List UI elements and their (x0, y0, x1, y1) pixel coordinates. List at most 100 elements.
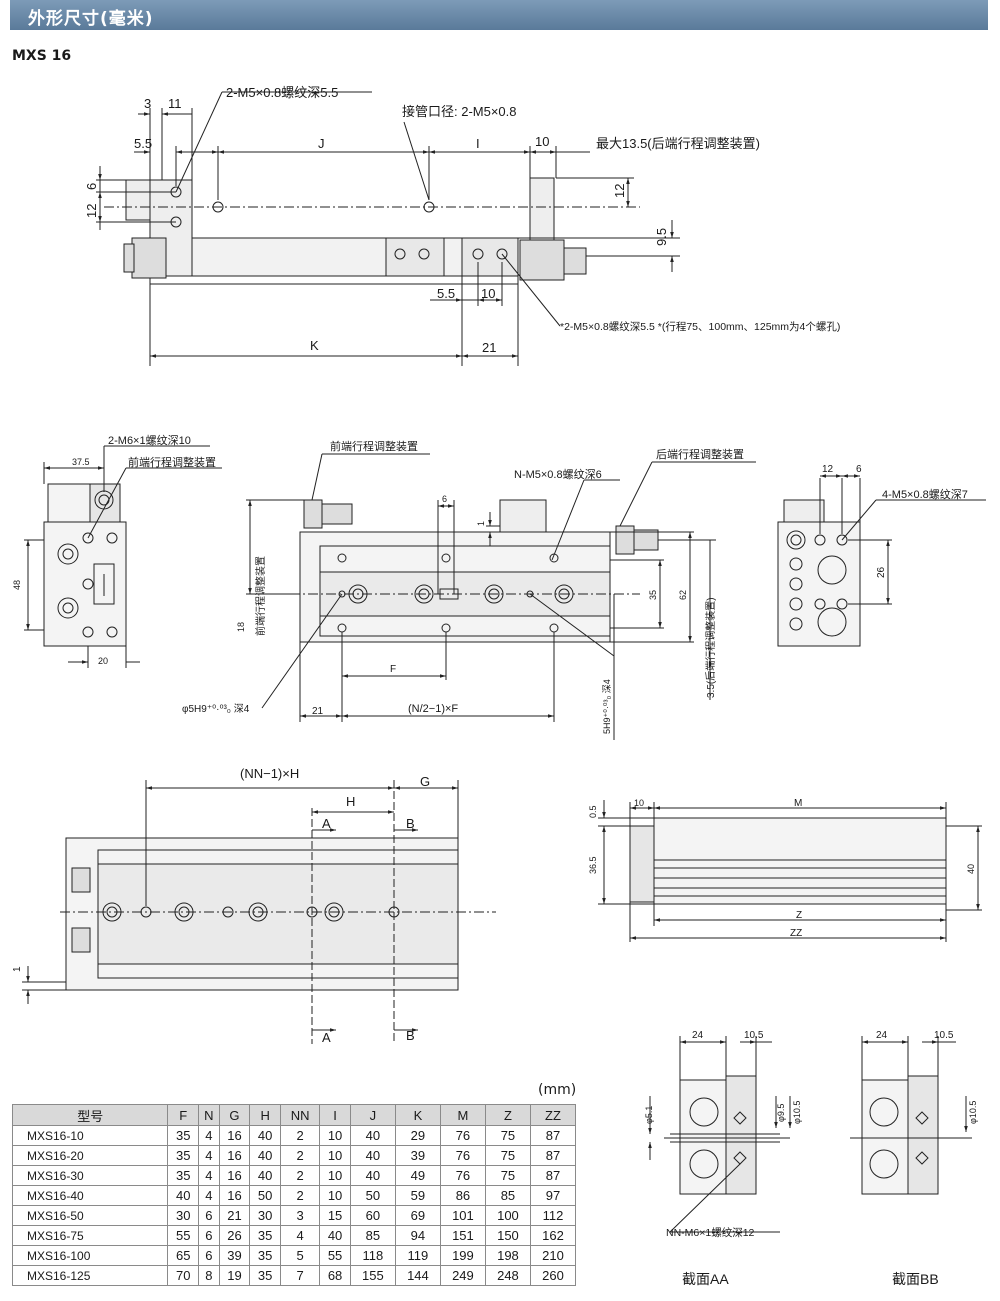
dim-J: J (318, 136, 325, 151)
table-cell: 150 (484, 1225, 531, 1246)
table-cell: 35 (167, 1125, 200, 1146)
table-cell: 8 (198, 1265, 220, 1286)
table-cell: 155 (349, 1265, 396, 1286)
side-view-center (246, 453, 756, 740)
table-cell: 39 (394, 1145, 441, 1166)
table-cell: 118 (349, 1245, 396, 1266)
dim-ZZ: ZZ (790, 928, 802, 939)
table-cell: 6 (198, 1225, 220, 1246)
dim-M: M (794, 798, 802, 809)
table-cell: 35 (167, 1165, 200, 1186)
table-cell: 50 (249, 1185, 281, 1206)
table-cell: 55 (319, 1245, 351, 1266)
table-cell: 40 (249, 1165, 281, 1186)
label-A-bottom: A (322, 1030, 331, 1045)
dim-12-right: 12 (612, 184, 627, 198)
table-cell: 35 (167, 1145, 200, 1166)
side-front-adjust: 前端行程调整装置 (254, 556, 267, 636)
label-B-top: B (406, 816, 415, 831)
formula-nf: (N/2−1)×F (408, 703, 458, 715)
header-J: J (349, 1104, 396, 1126)
note-front-adjust: 前端行程调整装置 (330, 439, 418, 453)
table-cell: 100 (484, 1205, 531, 1226)
bb-dim-24: 24 (876, 1030, 888, 1041)
header-F: F (167, 1104, 200, 1126)
bb-dim-10-5: 10.5 (934, 1030, 954, 1041)
dim-6-center: 6 (442, 494, 447, 504)
table-cell: 60 (349, 1205, 396, 1226)
bb-dim-10-5b: φ10.5 (968, 1101, 978, 1124)
note-4-thread: 4-M5×0.8螺纹深7 (882, 487, 968, 501)
dim-10a: 10 (535, 134, 549, 149)
table-cell: 86 (439, 1185, 486, 1206)
table-cell-model: MXS16-30 (11, 1165, 169, 1186)
table-cell: 249 (439, 1265, 486, 1286)
dim-H: H (346, 794, 355, 809)
aa-dim-5-1: φ5.1 (644, 1106, 654, 1124)
table-cell: 16 (218, 1165, 251, 1186)
dim-37-5: 37.5 (72, 457, 90, 467)
note-thread-left: 2-M6×1螺纹深10 (108, 433, 191, 447)
dim-21-top: 21 (482, 340, 496, 355)
table-cell: 35 (249, 1265, 281, 1286)
table-cell: 40 (319, 1225, 351, 1246)
table-cell: 19 (218, 1265, 251, 1286)
table-cell: 16 (218, 1125, 251, 1146)
dim-K: K (310, 338, 319, 353)
aa-note: NN-M6×1螺纹深12 (666, 1226, 755, 1239)
note-rear-adjust: 后端行程调整装置 (656, 447, 744, 461)
table-cell: 40 (249, 1145, 281, 1166)
dim-1-bottom: 1 (12, 966, 23, 972)
table-cell: 199 (439, 1245, 486, 1266)
table-cell: 75 (484, 1125, 531, 1146)
table-cell: 4 (198, 1185, 220, 1206)
table-cell: 70 (167, 1265, 200, 1286)
table-cell: 65 (167, 1245, 200, 1266)
dim-26: 26 (876, 566, 887, 578)
dim-9-5: 9.5 (654, 228, 669, 246)
table-cell: 2 (279, 1125, 321, 1146)
table-cell: 40 (167, 1185, 200, 1206)
dim-F: F (390, 664, 396, 675)
dim-40: 40 (966, 864, 976, 874)
table-header-row: 型号 F N G H NN I J K M Z ZZ (11, 1104, 577, 1126)
aa-dim-10-5b: φ10.5 (792, 1101, 802, 1124)
table-cell-model: MXS16-10 (11, 1125, 169, 1146)
dim-1-center: 1 (476, 521, 486, 526)
table-cell: 2 (279, 1145, 321, 1166)
table-cell: 112 (529, 1205, 577, 1226)
table-cell: 35 (249, 1225, 281, 1246)
header-model: 型号 (11, 1104, 169, 1126)
dim-11: 11 (168, 96, 182, 111)
side-rear-adjust: 3.5(后端行程调整装置) (704, 597, 717, 698)
table-cell: 21 (218, 1205, 251, 1226)
table-cell: 75 (484, 1145, 531, 1166)
table-cell: 210 (529, 1245, 577, 1266)
table-cell: 49 (394, 1165, 441, 1186)
table-cell: 151 (439, 1225, 486, 1246)
dim-12-right-end: 12 (822, 464, 834, 475)
end-view-left (24, 445, 222, 668)
table-cell: 101 (439, 1205, 486, 1226)
note-adjust-left: 前端行程调整装置 (128, 455, 216, 469)
model-title: MXS 16 (12, 48, 72, 64)
table-cell: 26 (218, 1225, 251, 1246)
dim-10b: 10 (481, 286, 495, 301)
dim-I: I (476, 136, 480, 151)
dim-62: 62 (678, 590, 688, 600)
header-NN: NN (279, 1104, 321, 1126)
aa-dim-9-5: φ9.5 (776, 1104, 786, 1122)
table-cell: 248 (484, 1265, 531, 1286)
header-K: K (394, 1104, 441, 1126)
table-cell-model: MXS16-100 (11, 1245, 169, 1266)
header-G: G (218, 1104, 251, 1126)
table-cell: 2 (279, 1185, 321, 1206)
table-cell: 39 (218, 1245, 251, 1266)
dim-5-5b: 5.5 (437, 286, 455, 301)
table-cell: 10 (319, 1165, 351, 1186)
